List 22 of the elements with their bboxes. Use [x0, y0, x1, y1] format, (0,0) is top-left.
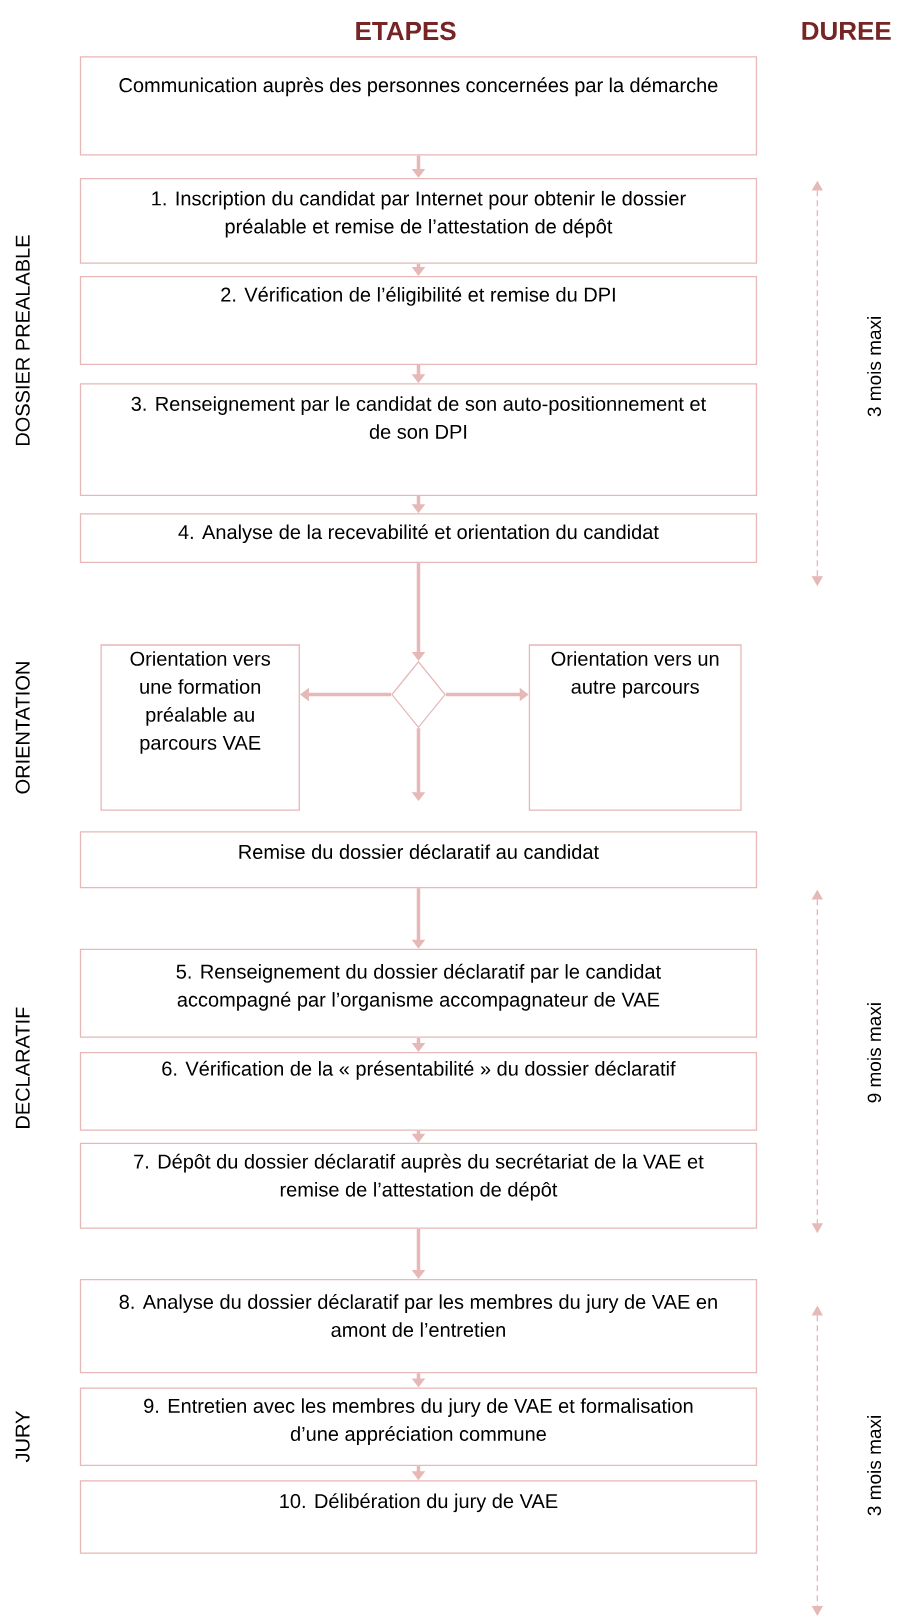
process-box: 9. Entretien avec les membres du jury de VAE et formalisation d’une appréciation commune: [79, 1387, 758, 1467]
process-box: 2. Vérification de l’éligibilité et remise du DPI: [79, 275, 758, 365]
process-box: Orientation vers une formation préalable au parcours VAE: [100, 644, 300, 811]
process-box: 4. Analyse de la recevabilité et orientation du candidat: [79, 513, 758, 564]
process-box: 10. Délibération du jury de VAE: [79, 1480, 758, 1554]
phase-label: DECLARATIF: [15, 1007, 30, 1128]
phase-label: DOSSIER PREALABLE: [15, 235, 30, 446]
duration-label: 3 mois maxi: [867, 317, 882, 417]
process-box: 1. Inscription du candidat par Internet pour obtenir le dossier préalable et remise de l’attestation de dépôt: [79, 177, 758, 264]
process-box: Orientation vers un autre parcours: [528, 644, 742, 811]
column-heading: DUREE: [802, 21, 891, 41]
duration-label: 3 mois maxi: [867, 1416, 882, 1516]
phase-label: ORIENTATION: [15, 662, 30, 794]
process-box: Communication auprès des personnes concernées par la démarche: [79, 56, 758, 156]
duration-label: 9 mois maxi: [867, 1003, 882, 1103]
process-box: 6. Vérification de la « présentabilité » du dossier déclaratif: [79, 1052, 758, 1131]
process-box: 5. Renseignement du dossier déclaratif par le candidat accompagné par l’organisme accompagnateur de VAE: [79, 948, 758, 1038]
process-box: 7. Dépôt du dossier déclaratif auprès du secrétariat de la VAE et remise de l’attestation de dépôt: [79, 1142, 758, 1229]
phase-label: JURY: [15, 1411, 30, 1463]
process-box: 8. Analyse du dossier déclaratif par les membres du jury de VAE en amont de l’entretien: [79, 1279, 758, 1374]
process-box: Remise du dossier déclaratif au candidat: [79, 831, 758, 889]
process-box: 3. Renseignement par le candidat de son auto-positionnement et de son DPI: [79, 383, 758, 496]
